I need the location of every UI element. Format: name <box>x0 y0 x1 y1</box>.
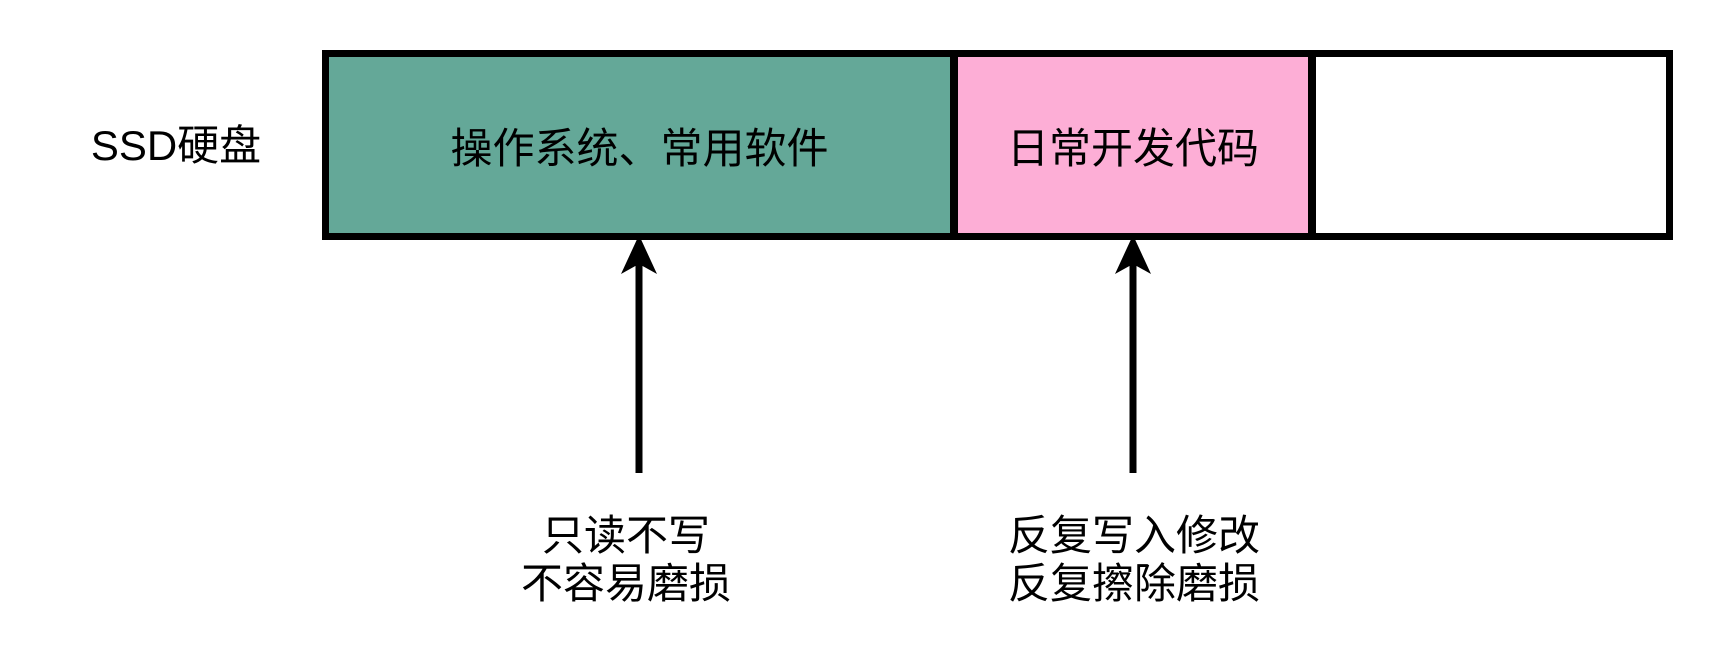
arrow-up-icon-system <box>621 235 657 473</box>
ssd-bar: 操作系统、常用软件 日常开发代码 <box>322 50 1673 240</box>
annotation-code-line2: 反复擦除磨损 <box>1007 560 1260 607</box>
arrow-up-icon-code <box>1115 235 1151 473</box>
annotation-system-line2: 不容易磨损 <box>520 560 731 607</box>
annotation-system: 只读不写 不容易磨损 <box>446 512 806 608</box>
segment-system: 操作系统、常用软件 <box>329 57 958 233</box>
disk-label: SSD硬盘 <box>90 122 262 169</box>
segment-code-label: 日常开发代码 <box>1006 124 1259 172</box>
segment-code: 日常开发代码 <box>958 57 1316 233</box>
segment-free <box>1316 57 1666 233</box>
segment-system-label: 操作系统、常用软件 <box>450 124 829 172</box>
annotation-system-line1: 只读不写 <box>541 512 710 559</box>
annotation-code: 反复写入修改 反复擦除磨损 <box>954 512 1314 608</box>
annotation-code-line1: 反复写入修改 <box>1007 512 1260 559</box>
